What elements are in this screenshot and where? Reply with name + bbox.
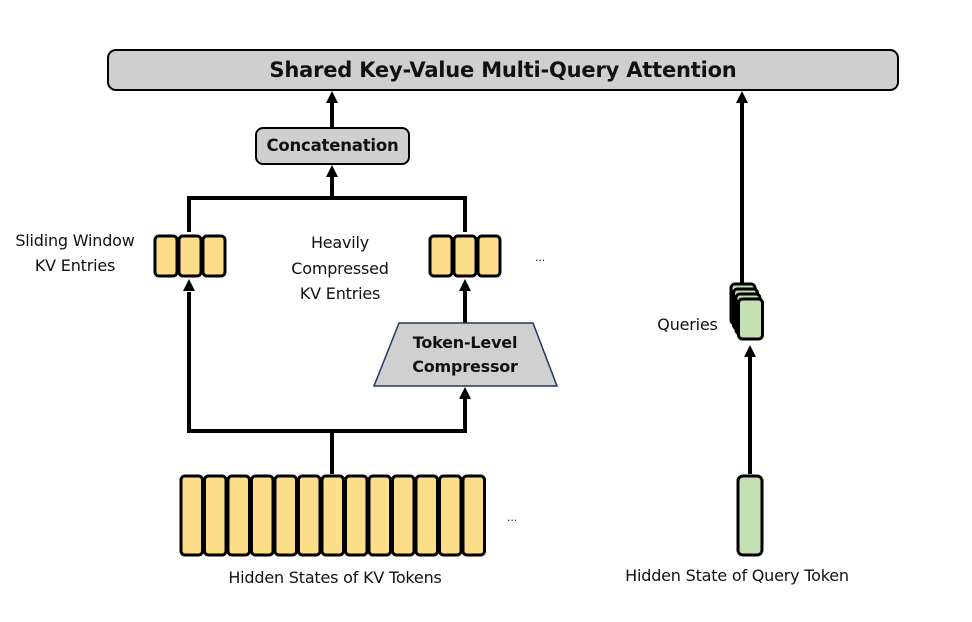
arrowhead-icon bbox=[326, 165, 338, 177]
kv-token-cell bbox=[226, 474, 251, 557]
queries-stack bbox=[729, 282, 764, 341]
kv-token-cell bbox=[414, 474, 439, 557]
arrowheads bbox=[183, 91, 756, 399]
kv-token-cell bbox=[391, 474, 416, 557]
kv-entry-cell bbox=[428, 234, 454, 278]
kv-token-cell bbox=[438, 474, 463, 557]
kv-token-cell bbox=[179, 474, 204, 557]
query-token-hidden-state bbox=[736, 474, 764, 557]
connector-lines bbox=[187, 100, 752, 474]
compressor-label-line1: Token-Level bbox=[412, 333, 518, 352]
compressed-kv-entries bbox=[428, 234, 502, 278]
kv-token-cell bbox=[203, 474, 228, 557]
shared-kv-mqa-box bbox=[107, 49, 899, 91]
token-level-compressor bbox=[372, 322, 559, 387]
sliding-window-label-line1: Sliding Window bbox=[15, 231, 135, 250]
kv-token-cell bbox=[297, 474, 322, 557]
kv-token-hidden-states bbox=[179, 474, 486, 557]
query-card bbox=[737, 297, 764, 341]
arrowhead-icon bbox=[459, 279, 471, 291]
arrowhead-icon bbox=[326, 91, 338, 103]
shared-kv-mqa-title: Shared Key-Value Multi-Query Attention bbox=[269, 58, 737, 82]
query-token-label: Hidden State of Query Token bbox=[625, 566, 849, 585]
kv-entries-merge-line bbox=[187, 196, 467, 232]
kv-entry-cell bbox=[153, 234, 179, 278]
arrowhead-icon bbox=[736, 91, 748, 103]
concatenation-label: Concatenation bbox=[266, 136, 399, 155]
kv-token-cell bbox=[461, 474, 486, 557]
compressed-label-line2: Compressed bbox=[291, 259, 389, 278]
kv-token-cell bbox=[320, 474, 345, 557]
kv-tokens-split-line bbox=[187, 292, 467, 433]
arrowhead-icon bbox=[459, 387, 471, 399]
kv-entry-cell bbox=[476, 234, 502, 278]
kv-token-cell bbox=[344, 474, 369, 557]
kv-token-cell bbox=[250, 474, 275, 557]
compressed-label-line1: Heavily bbox=[310, 233, 370, 252]
sliding-window-label-line2: KV Entries bbox=[34, 256, 116, 275]
queries-label: Queries bbox=[657, 315, 718, 334]
kv-token-cell bbox=[273, 474, 298, 557]
kv-entry-cell bbox=[201, 234, 227, 278]
kv-entry-cell bbox=[177, 234, 203, 278]
sliding-window-kv-entries bbox=[153, 234, 227, 278]
kv-token-cell bbox=[367, 474, 392, 557]
kv-entry-cell bbox=[452, 234, 478, 278]
arrowhead-icon bbox=[744, 345, 756, 357]
compressed-label-line3: KV Entries bbox=[299, 284, 381, 303]
kv-tokens-label: Hidden States of KV Tokens bbox=[228, 568, 442, 587]
compressor-label-line2: Compressor bbox=[412, 357, 518, 376]
compressed-ellipsis: ... bbox=[535, 251, 545, 264]
kv-tokens-ellipsis: ... bbox=[507, 511, 517, 524]
arrowhead-icon bbox=[183, 279, 195, 291]
